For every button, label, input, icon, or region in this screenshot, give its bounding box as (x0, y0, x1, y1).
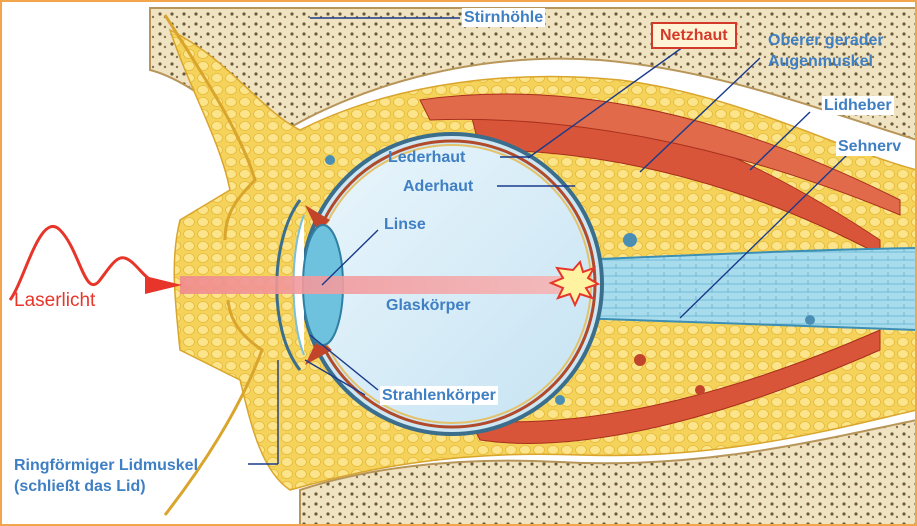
label-laserlicht: Laserlicht (14, 290, 95, 312)
label-lidheber: Lidheber (822, 96, 894, 115)
label-oberer-line1: Oberer gerader (768, 30, 884, 51)
label-glaskoerper: Glaskörper (386, 296, 470, 315)
optic-nerve (575, 248, 917, 330)
impact-star (551, 262, 598, 305)
label-oberer-line2: Augenmuskel (768, 51, 884, 72)
label-oberer-gerader-augenmuskel: Oberer gerader Augenmuskel (768, 30, 884, 72)
label-ringfoermig-line2: (schließt das Lid) (14, 476, 198, 497)
label-ringfoermig-line1: Ringförmiger Lidmuskel (14, 455, 198, 476)
label-strahlenkoerper: Strahlenkörper (380, 386, 498, 405)
laser-beam (180, 276, 580, 294)
label-linse: Linse (384, 215, 426, 234)
label-netzhaut: Netzhaut (651, 22, 737, 49)
label-sehnerv: Sehnerv (836, 137, 903, 156)
label-ringfoermiger-lidmuskel: Ringförmiger Lidmuskel (schließt das Lid… (14, 455, 198, 497)
label-stirnhoehle: Stirnhöhle (462, 8, 545, 27)
label-aderhaut: Aderhaut (403, 177, 473, 196)
label-lederhaut: Lederhaut (388, 148, 465, 167)
